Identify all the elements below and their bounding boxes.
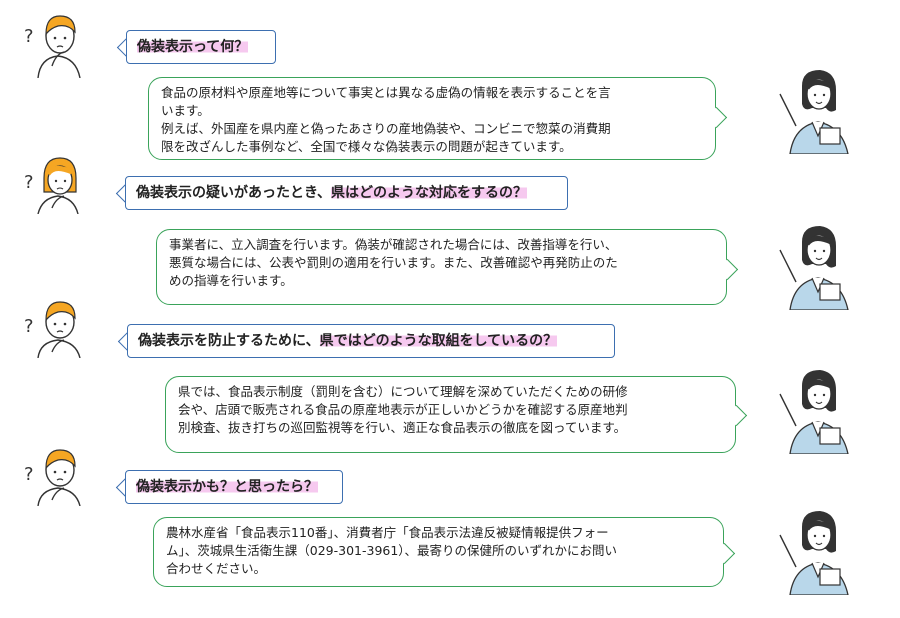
question-1-highlight: 偽装表示って何？ [137, 39, 249, 55]
svg-text:?: ? [24, 464, 34, 485]
question-3-highlight: 県ではどのような取組をしているの？ [319, 333, 558, 349]
teacher-figure [776, 364, 856, 455]
questioner-boy-figure: ? [18, 6, 96, 79]
answer-3-bubble: 県では、食品表示制度（罰則を含む）について理解を深めていただくための研修 会や、… [165, 376, 736, 453]
teacher-figure [776, 64, 856, 155]
question-2-highlight: 県はどのような対応をするの？ [331, 185, 528, 201]
question-4-highlight: 偽装表示かも？と思ったら？ [136, 479, 318, 495]
questioner-boy-figure: ? [18, 296, 96, 359]
teacher-figure [776, 505, 856, 596]
questioner-boy-figure: ? [18, 444, 96, 507]
answer-2-bubble: 事業者に、立入調査を行います。偽装が確認された場合には、改善指導を行い、 悪質な… [156, 229, 727, 305]
svg-text:?: ? [24, 26, 34, 47]
svg-text:?: ? [24, 172, 34, 193]
question-4-bubble: 偽装表示かも？と思ったら？ [125, 470, 343, 504]
questioner-girl-figure: ? [18, 152, 96, 215]
teacher-figure [776, 220, 856, 311]
answer-1-bubble: 食品の原材料や原産地等について事実とは異なる虚偽の情報を表示することを言 います… [148, 77, 716, 160]
answer-4-bubble: 農林水産省「食品表示110番」、消費者庁「食品表示法違反被疑情報提供フォー ム」… [153, 517, 724, 587]
question-2-bubble: 偽装表示の疑いがあったとき、県はどのような対応をするの？ [125, 176, 568, 210]
svg-text:?: ? [24, 316, 34, 337]
question-3-bubble: 偽装表示を防止するために、県ではどのような取組をしているの？ [127, 324, 615, 358]
question-1-bubble: 偽装表示って何？ [126, 30, 276, 64]
